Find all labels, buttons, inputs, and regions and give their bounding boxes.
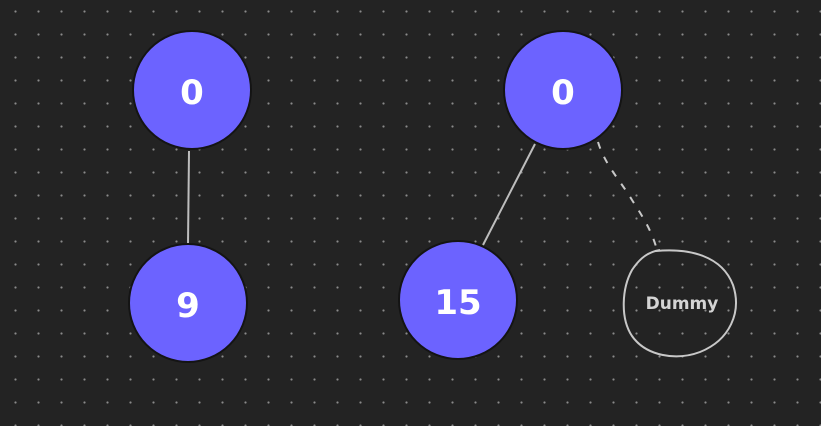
tree2-left-node[interactable]: 15 — [398, 240, 518, 360]
tree2-root-value: 0 — [551, 73, 575, 113]
tree1-root-node[interactable]: 0 — [132, 30, 252, 150]
tree1-root-value: 0 — [180, 73, 204, 113]
tree2-root-node[interactable]: 0 — [503, 30, 623, 150]
tree1-left-value: 9 — [176, 286, 200, 326]
tree2-dummy-node: Dummy — [622, 249, 737, 358]
dummy-node-outline — [622, 249, 737, 358]
tree2-dummy-edge — [597, 141, 658, 251]
tree1-edge-root-left — [187, 150, 190, 245]
dummy-node-label: Dummy — [646, 294, 719, 314]
tree1-left-node[interactable]: 9 — [128, 243, 248, 363]
tree2-left-value: 15 — [434, 283, 481, 323]
tree2-edge-root-left — [482, 143, 536, 246]
